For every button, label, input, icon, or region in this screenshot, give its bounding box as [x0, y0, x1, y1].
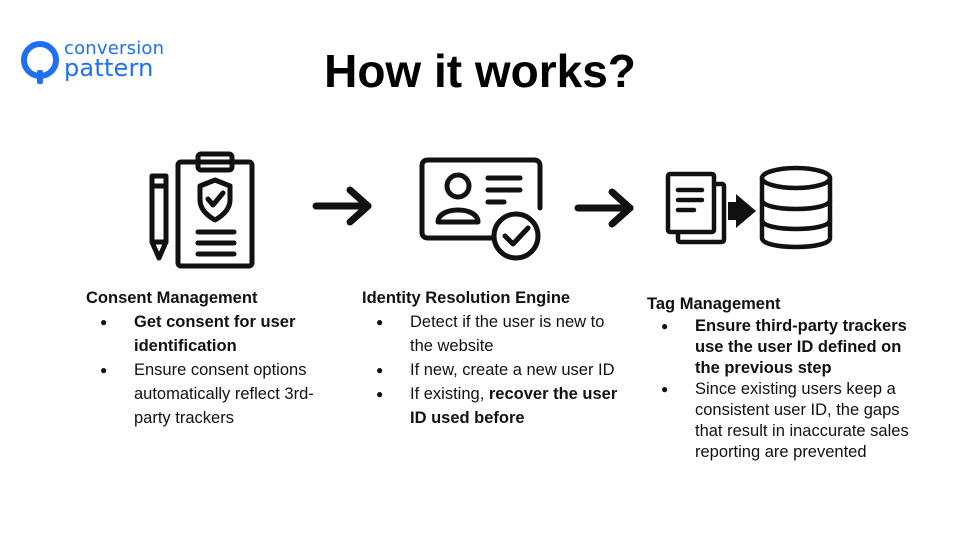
bullet-text: If new, create a new user ID — [410, 361, 615, 379]
list-item: ● Detect if the user is new to the websi… — [362, 310, 622, 358]
id-card-check-icon — [419, 157, 543, 261]
step-tag-management: Tag Management ● Ensure third-party trac… — [647, 294, 922, 463]
list-item: ● If new, create a new user ID — [362, 358, 622, 382]
bullet-bold-text: Ensure third-party trackers use the user… — [695, 317, 907, 377]
clipboard-shield-pencil-icon — [149, 151, 255, 269]
logo-line-2: pattern — [64, 54, 154, 82]
bullet-text: Ensure consent options automatically ref… — [134, 361, 314, 427]
bullet-text: Since existing users keep a consistent u… — [695, 380, 909, 461]
arrow-right-icon — [574, 188, 634, 228]
list-item: ● Since existing users keep a consistent… — [647, 379, 922, 463]
bullet-text: Detect if the user is new to the website — [410, 313, 605, 355]
bullet-list: ● Ensure third-party trackers use the us… — [647, 316, 922, 463]
bullet-dot: ● — [376, 363, 384, 377]
bullet-dot: ● — [376, 387, 384, 401]
bullet-list: ● Get consent for user identification ● … — [86, 310, 336, 430]
bullet-dot: ● — [376, 315, 384, 329]
list-item: ● Ensure third-party trackers use the us… — [647, 316, 922, 379]
list-item: ● Ensure consent options automatically r… — [86, 358, 336, 430]
page-title: How it works? — [324, 45, 636, 97]
list-item: ● If existing, recover the user ID used … — [362, 382, 622, 430]
logo-line-1: conversion — [64, 38, 165, 59]
bullet-text: If existing, — [410, 385, 489, 403]
bullet-bold-text: Get consent for user identification — [134, 313, 296, 355]
logo-mark-icon — [21, 41, 59, 84]
step-heading: Consent Management — [86, 289, 258, 307]
bullet-dot: ● — [100, 363, 108, 377]
step-heading: Tag Management — [647, 295, 781, 313]
logo-wordmark: conversion pattern — [64, 38, 165, 82]
bullet-dot: ● — [661, 382, 669, 396]
bullet-bold-text: recover the user ID used before — [410, 385, 618, 427]
bullet-list: ● Detect if the user is new to the websi… — [362, 310, 622, 430]
step-consent-management: Consent Management ● Get consent for use… — [86, 286, 336, 430]
list-item: ● Get consent for user identification — [86, 310, 336, 358]
documents-to-database-icon — [665, 165, 833, 250]
step-identity-resolution-engine: Identity Resolution Engine ● Detect if t… — [362, 286, 622, 430]
arrow-right-icon — [312, 186, 372, 226]
step-heading: Identity Resolution Engine — [362, 289, 571, 307]
bullet-dot: ● — [661, 319, 669, 333]
bullet-dot: ● — [100, 315, 108, 329]
logo: conversion pattern — [20, 40, 180, 90]
